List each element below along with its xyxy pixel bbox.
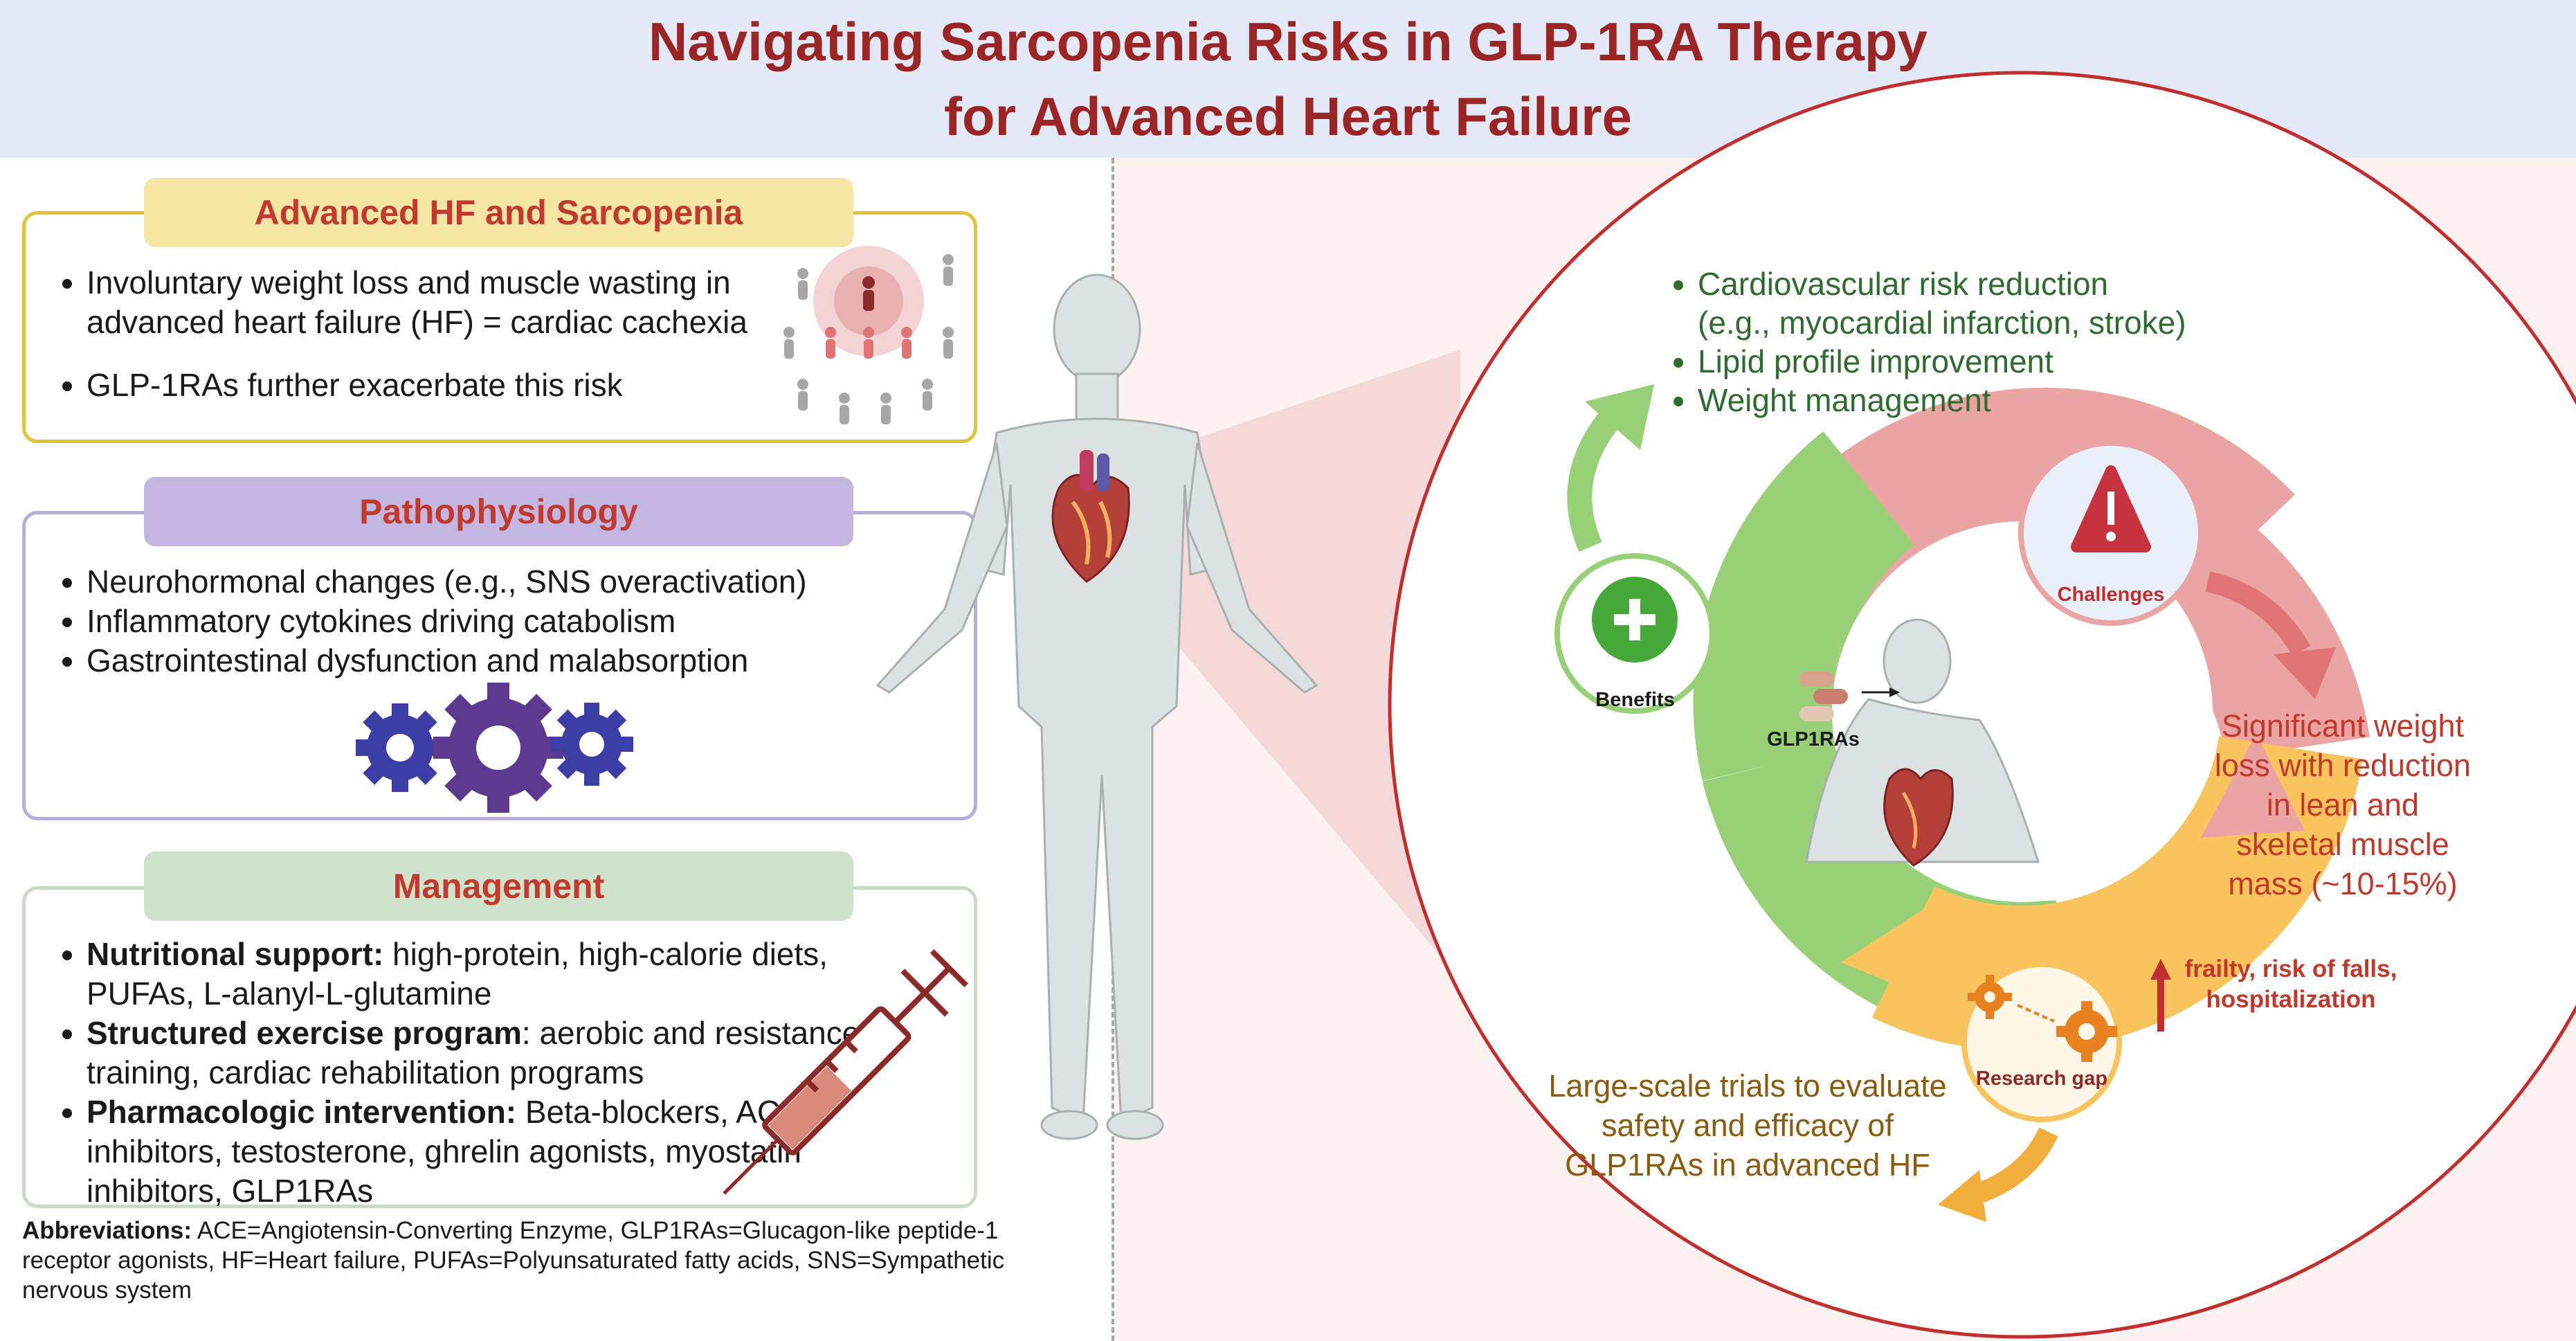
mgmt-item-1-bold: Nutritional support: (87, 936, 384, 972)
gears-icon (356, 683, 633, 813)
panel-mgmt-title: Management (144, 852, 853, 921)
mgmt-item-1-text: high-protein, high-calorie diets, PUFAs,… (87, 936, 828, 1011)
hf-bullet-2: GLP-1RAs further exacerbate this risk (87, 366, 820, 405)
heart-icon (1051, 450, 1130, 583)
center-heart-icon (1883, 768, 1954, 867)
research-arrow (1972, 1127, 2058, 1205)
abbreviations-label: Abbreviations: (22, 1217, 192, 1244)
benefit-item-2: Lipid profile improvement (1698, 342, 2186, 381)
patho-bullet-3: Gastrointestinal dysfunction and malabso… (87, 641, 986, 681)
benefits-list: Cardiovascular risk reduction (e.g., myo… (1665, 264, 2186, 420)
person-icon (880, 393, 891, 424)
hf-bullet-list: Involuntary weight loss and muscle wasti… (38, 263, 820, 405)
syringe-icon (723, 949, 968, 1195)
glp1ras-label: GLP1RAs (1767, 728, 1860, 750)
benefit-item-3: Weight management (1698, 381, 2186, 420)
person-icon (797, 268, 808, 300)
outcome-text: frailty, risk of falls, hospitalization (2184, 955, 2397, 1013)
mgmt-item-3-bold: Pharmacologic intervention: (87, 1094, 517, 1130)
benefit-item-1-detail: (e.g., myocardial infarction, stroke) (1698, 305, 2186, 341)
person-icon (797, 379, 808, 411)
pill-icons (1799, 672, 1900, 721)
person-icon (943, 327, 954, 359)
abbreviations-text: ACE=Angiotensin-Converting Enzyme, GLP1R… (22, 1217, 1005, 1304)
mgmt-item-1: Nutritional support: high-protein, high-… (87, 935, 882, 1014)
mgmt-item-2: Structured exercise program: aerobic and… (87, 1014, 882, 1092)
mgmt-item-3: Pharmacologic intervention: Beta-blocker… (87, 1092, 882, 1211)
patho-bullet-2: Inflammatory cytokines driving catabolis… (87, 602, 986, 641)
patho-bullet-1: Neurohormonal changes (e.g., SNS overact… (87, 562, 986, 602)
patho-bullet-list: Neurohormonal changes (e.g., SNS overact… (38, 562, 986, 681)
research-description: Large-scale trials to evaluate safety an… (1548, 1068, 1947, 1182)
benefits-label: Benefits (1595, 689, 1675, 711)
mgmt-item-3-text: Beta-blockers, ACE inhibitors, testoster… (87, 1094, 801, 1209)
challenges-label: Challenges (2057, 584, 2165, 606)
research-gears-icon (1968, 975, 2117, 1062)
hf-bullet-1: Involuntary weight loss and muscle wasti… (87, 263, 820, 342)
page-title: Navigating Sarcopenia Risks in GLP-1RA T… (0, 4, 2576, 154)
person-icon (839, 393, 850, 424)
person-icon (922, 379, 933, 411)
person-icon (783, 327, 795, 359)
panel-hf-title: Advanced HF and Sarcopenia (144, 178, 853, 247)
mgmt-item-2-text: : aerobic and resistance training, cardi… (87, 1015, 860, 1090)
benefit-item-1: Cardiovascular risk reduction (1698, 264, 2186, 303)
panel-patho-title: Pathophysiology (144, 477, 853, 546)
benefits-arrow (1567, 407, 1623, 552)
population-icons (783, 246, 954, 424)
person-icon (943, 254, 954, 286)
mgmt-item-2-bold: Structured exercise program (87, 1015, 522, 1051)
panel-management (22, 886, 977, 1208)
abbreviations-note: Abbreviations: ACE=Angiotensin-Convertin… (22, 1216, 1088, 1305)
research-gap-label: Research gap (1975, 1068, 2108, 1090)
human-body-figure (876, 273, 1318, 1140)
title-line-2: for Advanced Heart Failure (943, 86, 1633, 147)
mgmt-bullet-list: Nutritional support: high-protein, high-… (38, 935, 882, 1211)
panel-hf-sarcopenia (22, 211, 977, 443)
challenges-description: Significant weight loss with reduction i… (2214, 708, 2471, 901)
title-line-1: Navigating Sarcopenia Risks in GLP-1RA T… (648, 11, 1928, 72)
challenges-arrow (2205, 571, 2311, 656)
